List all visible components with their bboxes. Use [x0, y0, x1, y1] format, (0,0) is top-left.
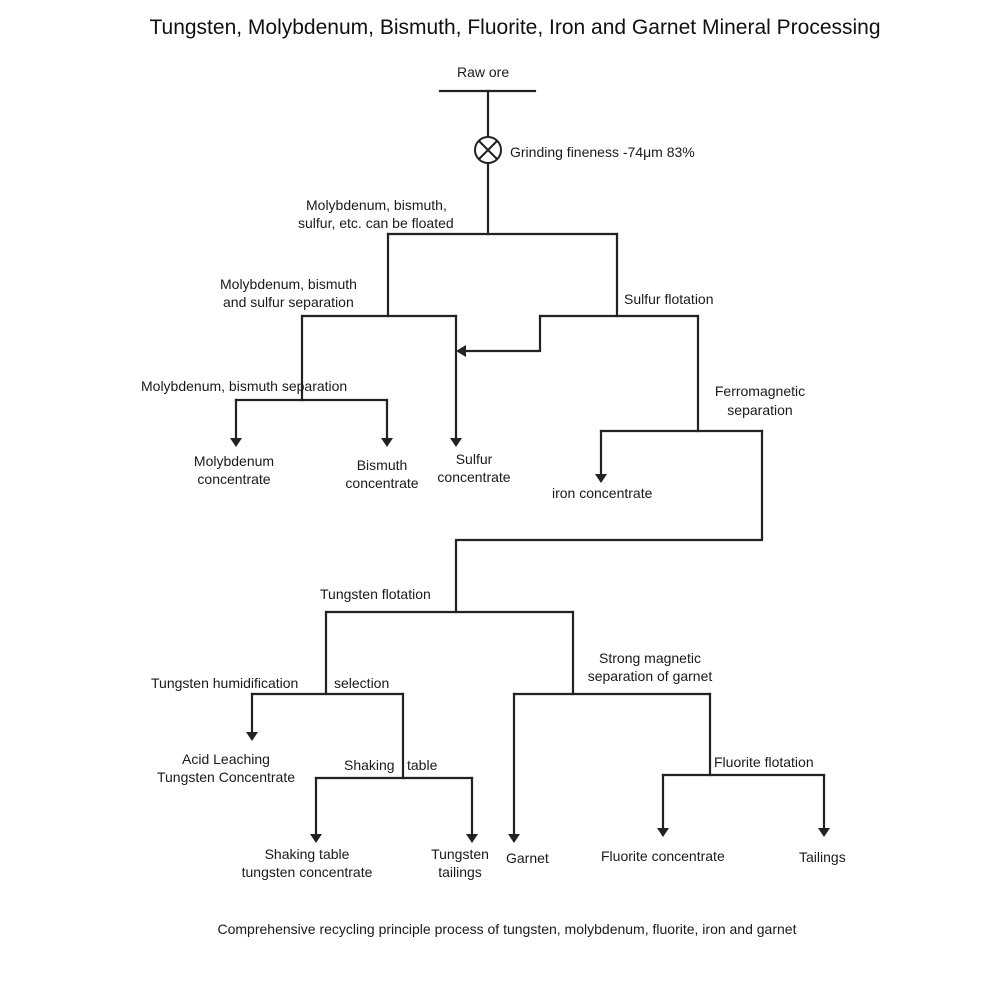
sulfur-to-concentrate-line — [464, 314, 542, 353]
raw-ore-label: Raw ore — [457, 64, 510, 80]
ferromagnetic-label-line2: separation — [727, 402, 793, 418]
arrow-bismuth-icon — [381, 438, 393, 447]
mobi-s-separation-label-line2: and sulfur separation — [223, 294, 354, 310]
arrow-garnet-icon — [508, 834, 520, 843]
shaking-concentrate-label-line1: Shaking table — [264, 846, 350, 862]
diagram-title: Tungsten, Molybdenum, Bismuth, Fluorite,… — [149, 16, 881, 39]
molybdenum-concentrate-line1: Molybdenum — [193, 453, 275, 469]
ferromag-tailings-line — [454, 429, 764, 614]
bulk-flotation-label-line2: sulfur, etc. can be floated — [298, 215, 454, 231]
strong-magnetic-label-line1: Strong magnetic — [599, 650, 701, 666]
ferromagnetic-label-line1: Ferromagnetic — [714, 383, 806, 399]
shaking-table-label: Shaking — [344, 757, 395, 773]
arrow-fluorite-concentrate-icon — [657, 828, 669, 837]
shaking-concentrate-label-line2: tungsten concentrate — [241, 864, 373, 880]
strong-magnetic-label-line2: separation of garnet — [587, 668, 713, 684]
shaking-table-label-b: table — [407, 757, 438, 773]
diagram-caption: Comprehensive recycling principle proces… — [217, 921, 797, 937]
molybdenum-concentrate-line2: concentrate — [197, 471, 271, 487]
selection-label: selection — [334, 675, 390, 691]
sulfur-concentrate-line2: concentrate — [437, 469, 511, 485]
iron-concentrate-label: iron concentrate — [552, 485, 653, 501]
tailings-label: Tailings — [799, 849, 846, 865]
grinding-label: Grinding fineness -74μm 83% — [510, 144, 695, 160]
arrow-shaking-concentrate-icon — [310, 834, 322, 843]
sulfur-flotation-label: Sulfur flotation — [624, 291, 714, 307]
garnet-label: Garnet — [506, 850, 549, 866]
mobi-separation-label: Molybdenum, bismuth separation — [141, 378, 348, 394]
arrow-tungsten-tailings-icon — [466, 834, 478, 843]
acid-leaching-label-line1: Acid Leaching — [182, 751, 270, 767]
tungsten-humidification-label: Tungsten humidification — [151, 675, 299, 691]
tungsten-tailings-label-line1: Tungsten — [431, 846, 489, 862]
arrow-sulfur-merge-icon — [456, 345, 466, 357]
bismuth-concentrate-line2: concentrate — [345, 475, 419, 491]
mobi-s-separation-label-line1: Molybdenum, bismuth — [220, 276, 357, 292]
bulk-flotation-label-line1: Molybdenum, bismuth, — [306, 197, 447, 213]
arrow-acid-leaching-icon — [246, 732, 258, 741]
acid-leaching-label-line2: Tungsten Concentrate — [156, 769, 295, 785]
tungsten-flotation-label: Tungsten flotation — [320, 586, 431, 602]
arrow-sulfur-icon — [450, 438, 462, 447]
grinding-mill-icon — [474, 136, 502, 164]
fluorite-concentrate-label: Fluorite concentrate — [601, 848, 725, 864]
arrow-iron-icon — [595, 474, 607, 483]
sulfur-concentrate-line1: Sulfur — [455, 451, 493, 467]
bismuth-concentrate-line1: Bismuth — [356, 457, 408, 473]
fluorite-flotation-label: Fluorite flotation — [714, 754, 814, 770]
tungsten-tailings-label-line2: tailings — [438, 864, 482, 880]
arrow-molybdenum-icon — [230, 438, 242, 447]
arrow-tailings-icon — [818, 828, 830, 837]
